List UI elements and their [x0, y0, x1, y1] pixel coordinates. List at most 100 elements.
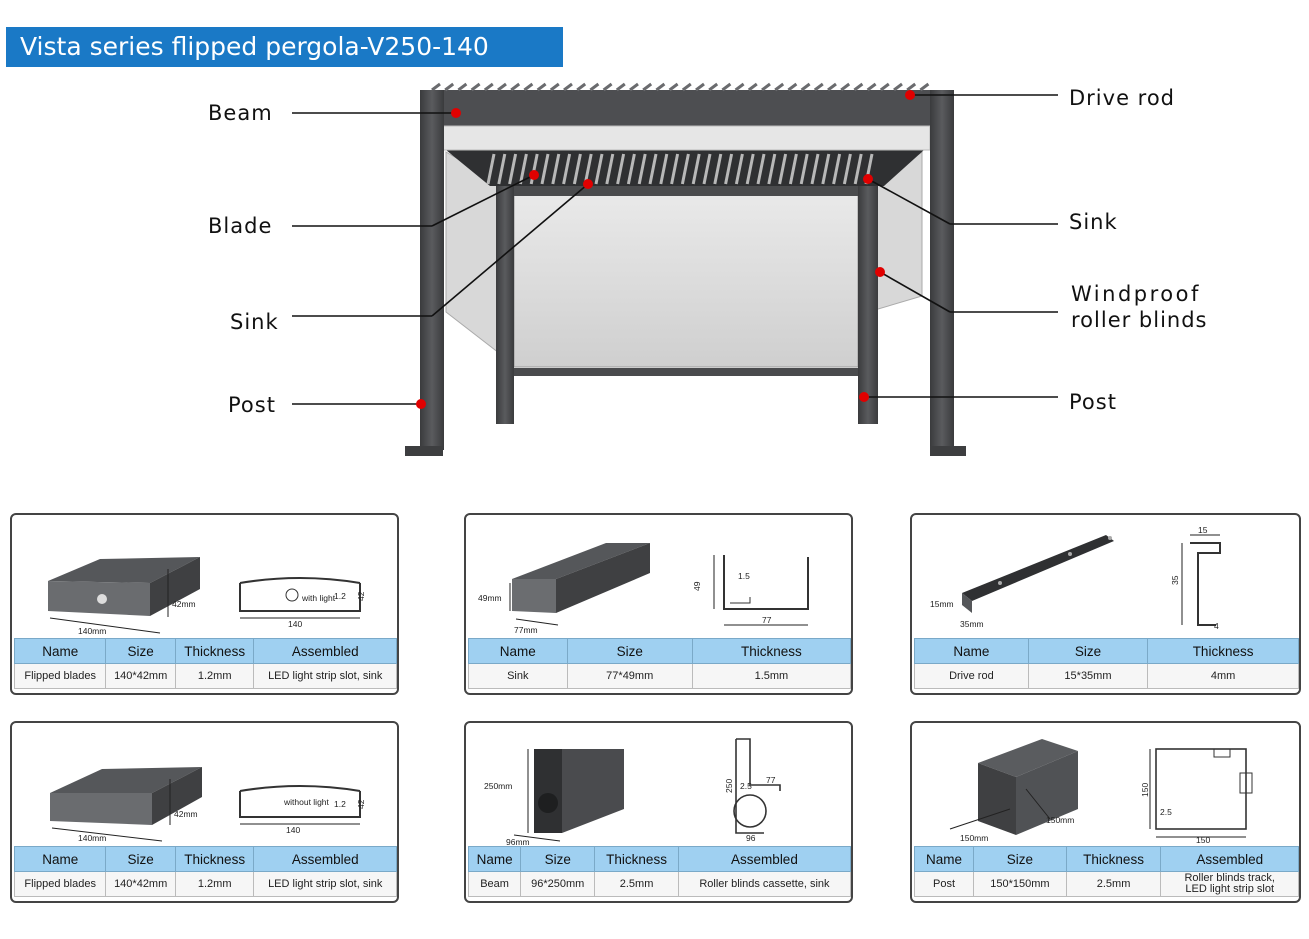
roof-slat: [670, 153, 680, 185]
callout-blade: Blade: [208, 214, 273, 238]
top-blade: [919, 82, 930, 92]
top-blade: [655, 82, 666, 92]
svg-text:1.5: 1.5: [738, 571, 750, 581]
svg-text:140: 140: [286, 825, 300, 835]
spec-card-flipped-blades-2: 140mm 42mm 140 without light 1.2 42 Name…: [10, 721, 399, 903]
top-blade: [457, 82, 468, 92]
callout-post-left: Post: [228, 393, 276, 417]
roof-slat: [518, 153, 528, 185]
roof-slat: [540, 153, 550, 185]
svg-text:150: 150: [1140, 783, 1150, 797]
top-blade: [629, 82, 639, 92]
svg-text:1.2: 1.2: [334, 799, 346, 809]
profile-illustration: 140mm 42mm 140 with light 1.2 42: [48, 557, 366, 636]
svg-text:77: 77: [766, 775, 776, 785]
svg-text:150mm: 150mm: [960, 833, 988, 843]
roof-slat: [691, 153, 701, 185]
callout-beam: Beam: [208, 101, 273, 125]
svg-text:250mm: 250mm: [484, 781, 512, 791]
roller-cassette: [441, 125, 931, 151]
svg-text:35mm: 35mm: [960, 619, 984, 629]
top-blade: [906, 82, 917, 92]
roof-slat: [486, 153, 496, 185]
roof-slat: [842, 153, 852, 185]
roof-slat: [756, 153, 766, 185]
svg-text:4: 4: [1214, 621, 1219, 631]
svg-text:150mm: 150mm: [1046, 815, 1074, 825]
top-blade: [827, 82, 837, 92]
roof-slat: [788, 153, 798, 185]
front-post-left: [420, 90, 444, 450]
marker-sink-right: [863, 174, 873, 184]
top-blade: [576, 82, 587, 92]
callout-windproof: Windproof: [1071, 282, 1201, 306]
svg-text:2.5: 2.5: [1160, 807, 1172, 817]
marker-post-right: [859, 392, 869, 402]
callout-drive-rod: Drive rod: [1069, 86, 1176, 110]
svg-text:49: 49: [692, 581, 702, 591]
svg-text:96mm: 96mm: [506, 837, 530, 847]
svg-text:without light: without light: [283, 797, 330, 807]
roof-slat: [594, 153, 604, 185]
roof-slat: [626, 153, 636, 185]
top-blade: [523, 82, 534, 92]
roof-slat: [778, 153, 788, 185]
svg-text:2.5: 2.5: [740, 781, 752, 791]
marker-beam: [451, 108, 461, 118]
top-blade: [470, 82, 481, 92]
top-blade: [879, 82, 890, 92]
top-blade: [734, 82, 745, 92]
top-blade: [483, 82, 494, 92]
svg-text:140mm: 140mm: [78, 833, 106, 843]
callout-roller-blinds: roller blinds: [1071, 308, 1208, 332]
svg-text:77mm: 77mm: [514, 625, 538, 635]
svg-text:42: 42: [356, 799, 366, 809]
svg-text:42: 42: [356, 591, 366, 601]
callout-post-right: Post: [1069, 390, 1117, 414]
top-blade: [695, 82, 705, 92]
svg-text:1.2: 1.2: [334, 591, 346, 601]
title-banner: Vista series flipped pergola-V250-140: [6, 27, 563, 67]
top-blade: [602, 82, 613, 92]
svg-text:140mm: 140mm: [78, 626, 106, 636]
back-post-left: [496, 186, 514, 424]
svg-text:15mm: 15mm: [930, 599, 954, 609]
top-blade: [668, 82, 679, 92]
marker-sink-left: [583, 179, 593, 189]
roof-slat: [659, 153, 669, 185]
pergola-diagram: [292, 82, 1058, 456]
svg-text:150: 150: [1196, 835, 1210, 845]
roof-slat: [562, 153, 572, 185]
profile-illustration: 140mm 42mm 140 without light 1.2 42: [50, 767, 366, 843]
front-post-right: [930, 90, 954, 450]
svg-text:42mm: 42mm: [172, 599, 196, 609]
back-screen: [513, 194, 859, 368]
front-beam: [422, 90, 948, 128]
svg-text:42mm: 42mm: [174, 809, 198, 819]
roof-slat: [551, 153, 561, 185]
roof-slat: [648, 153, 658, 185]
marker-post-left: [416, 399, 426, 409]
top-blade: [444, 82, 455, 92]
top-blade: [774, 82, 785, 92]
profile-illustration: 15mm 35mm 15 35 4: [930, 525, 1221, 631]
roof-slat: [497, 153, 507, 185]
top-blade: [893, 82, 903, 92]
top-blade: [563, 82, 573, 92]
svg-text:with light: with light: [301, 593, 336, 603]
top-blade: [589, 82, 600, 92]
profile-illustration: 250mm 96mm 250 77 2.5 96: [484, 738, 781, 847]
top-blade: [761, 82, 771, 92]
roof-slat: [680, 153, 690, 185]
top-blade: [549, 82, 560, 92]
roof-slats: [486, 153, 874, 185]
top-blade: [787, 82, 798, 92]
top-blade: [642, 82, 653, 92]
